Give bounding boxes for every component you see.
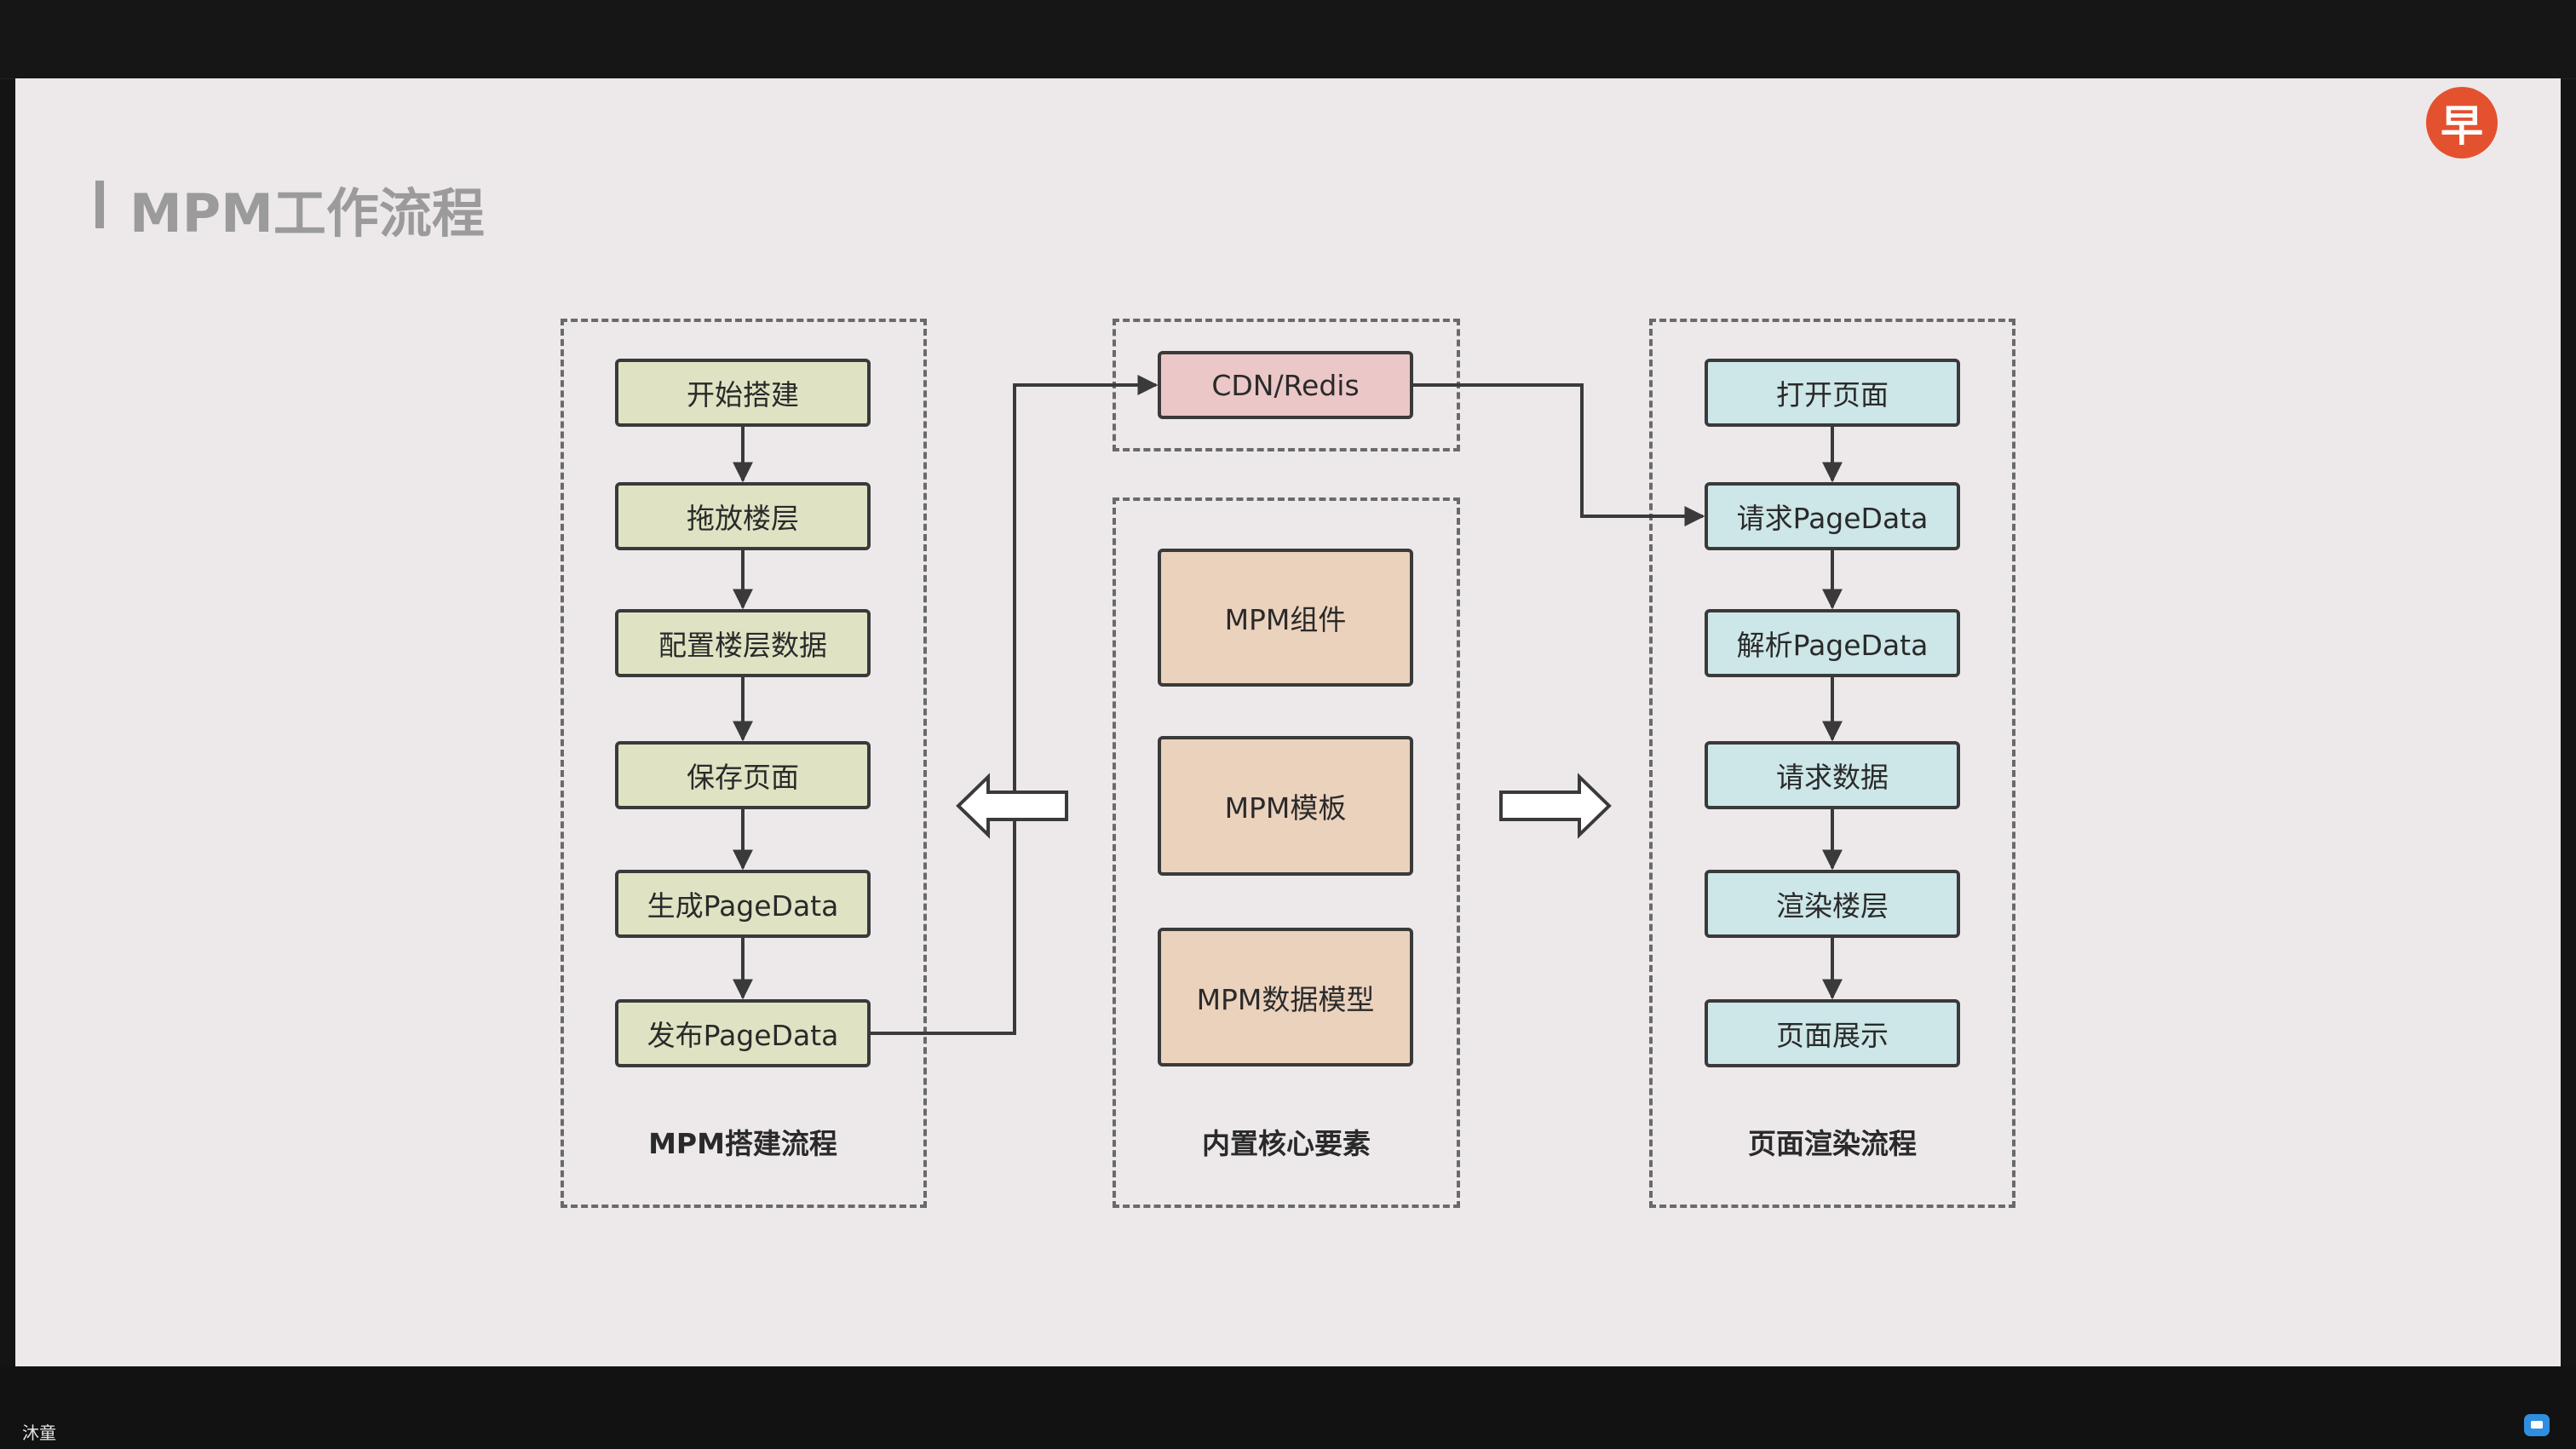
logo-icon[interactable]: 早 bbox=[2426, 87, 2498, 158]
store-node: CDN/Redis bbox=[1158, 351, 1413, 419]
core-element-data-model: MPM数据模型 bbox=[1158, 928, 1413, 1067]
render-step-parse-pagedata: 解析PageData bbox=[1705, 609, 1960, 677]
slide-title: MPM工作流程 bbox=[129, 182, 485, 244]
title-accent-bar bbox=[95, 181, 104, 228]
slide bbox=[15, 78, 2561, 1366]
build-step-generate-pagedata: 生成PageData bbox=[615, 870, 871, 938]
chat-icon[interactable] bbox=[2524, 1414, 2550, 1436]
render-step-show-page: 页面展示 bbox=[1705, 999, 1960, 1067]
build-step-save-page: 保存页面 bbox=[615, 741, 871, 809]
build-step-start: 开始搭建 bbox=[615, 359, 871, 427]
render-flow-group bbox=[1649, 319, 2015, 1208]
render-flow-label: 页面渲染流程 bbox=[1748, 1127, 1917, 1160]
presenter-name: 沐童 bbox=[22, 1423, 56, 1443]
core-element-component: MPM组件 bbox=[1158, 549, 1413, 687]
top-bar bbox=[0, 0, 2576, 79]
build-step-publish-pagedata: 发布PageData bbox=[615, 999, 871, 1067]
core-elements-label: 内置核心要素 bbox=[1202, 1127, 1371, 1160]
build-step-config-data: 配置楼层数据 bbox=[615, 609, 871, 677]
build-step-drag-floor: 拖放楼层 bbox=[615, 482, 871, 550]
render-step-render-floor: 渲染楼层 bbox=[1705, 870, 1960, 938]
bottom-bar bbox=[0, 1366, 2576, 1449]
render-step-open-page: 打开页面 bbox=[1705, 359, 1960, 427]
render-step-request-data: 请求数据 bbox=[1705, 741, 1960, 809]
render-step-request-pagedata: 请求PageData bbox=[1705, 482, 1960, 550]
build-flow-label: MPM搭建流程 bbox=[648, 1127, 837, 1160]
core-element-template: MPM模板 bbox=[1158, 736, 1413, 876]
